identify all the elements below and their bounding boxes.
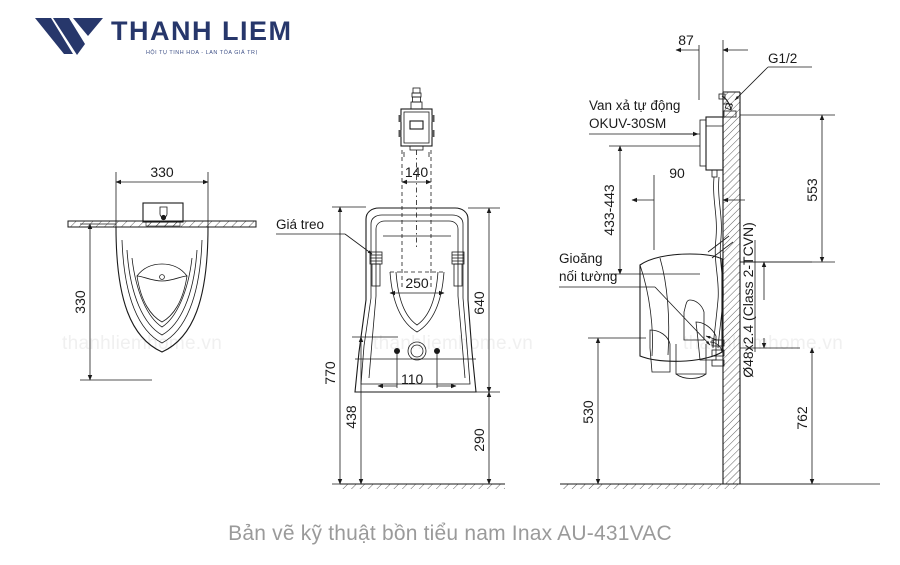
dim-valve-range: 433-443 [601,184,617,236]
dim-wall-offset: 90 [669,165,685,181]
label-valve-line1: Van xả tự động [589,98,680,113]
label-gasket-line2: nối tường [559,269,617,284]
dim-bowl-inner: 250 [405,275,429,291]
dim-plan-depth: 330 [72,290,88,314]
dim-valve-depth: 87 [678,32,694,48]
brand-logo: THANH LIEM HỘI TỤ TINH HOA - LAN TỎA GIÁ… [33,14,291,70]
dim-plan-width: 330 [150,164,174,180]
flush-valve-front [398,87,435,157]
label-hanger: Giá treo [276,217,324,232]
dim-total-height: 770 [322,361,338,385]
side-view-group: 87 G1/2 Van xả tự động OKUV-30SM [559,32,880,489]
logo-text: THANH LIEM HỘI TỤ TINH HOA - LAN TỎA GIÁ… [111,14,293,57]
dim-outlet-height: 762 [794,406,810,430]
label-thread: G1/2 [768,51,797,66]
dim-outlet-offset: 110 [401,371,424,387]
brand-tagline: HỘI TỤ TINH HOA - LAN TỎA GIÁ TRỊ [145,50,258,56]
label-gasket-line1: Gioăng [559,251,603,266]
dim-bowl-lower: 438 [343,405,359,429]
label-pipe-spec: Ø48x2.4 (Class 2-TCVN) [740,222,756,378]
drawing-caption: Bản vẽ kỹ thuật bồn tiểu nam Inax AU-431… [228,522,672,545]
dim-bowl-top: 640 [471,291,487,315]
dim-floor-gap: 290 [471,428,487,452]
logo-mark-icon [35,18,103,55]
label-valve-line2: OKUV-30SM [589,116,666,131]
dim-bowl-bottom: 530 [580,400,596,424]
dim-valve-spacing: 140 [405,164,429,180]
front-view-group: 140 [276,87,505,489]
brand-name: THANH LIEM [111,16,293,46]
flush-valve-side [699,116,724,178]
dim-valve-top: 553 [804,178,820,202]
plan-view-group: 330 330 [67,164,257,381]
wall-hanger-bracket [369,251,465,287]
